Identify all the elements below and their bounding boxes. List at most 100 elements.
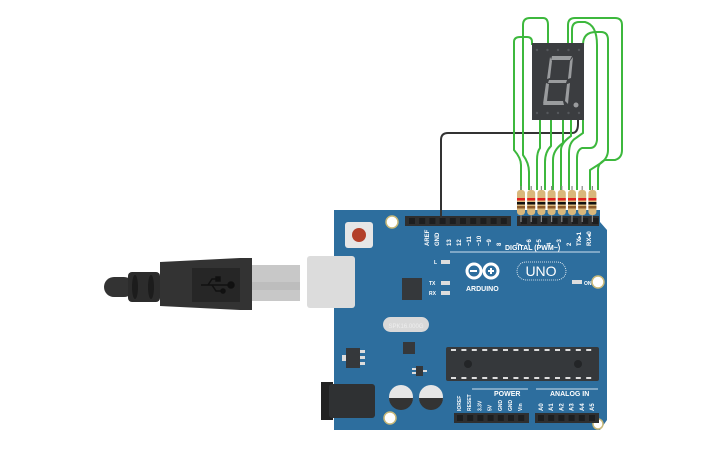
pin-socket[interactable] <box>518 415 525 421</box>
pin-socket[interactable] <box>490 218 497 224</box>
reset-button-cap[interactable] <box>352 228 366 242</box>
resistor-band <box>588 206 597 209</box>
signal-wire[interactable] <box>568 31 609 190</box>
digital-pin-label: ~10 <box>477 235 483 246</box>
chip-pin <box>461 377 467 379</box>
resistor-band <box>578 198 587 201</box>
pin-socket[interactable] <box>541 218 548 224</box>
signal-wire[interactable] <box>513 36 533 190</box>
digital-header-left[interactable] <box>405 216 511 226</box>
small-ic <box>403 342 415 354</box>
pin-socket[interactable] <box>521 218 527 224</box>
pin-socket[interactable] <box>439 218 446 224</box>
pin-socket[interactable] <box>419 218 426 224</box>
resistor[interactable] <box>578 186 587 222</box>
usb-cable[interactable] <box>104 258 300 310</box>
resistor[interactable] <box>517 186 525 222</box>
signal-wire[interactable] <box>560 120 572 190</box>
analog-header[interactable] <box>535 413 599 423</box>
led-tx-indicator <box>441 281 450 285</box>
resistor[interactable] <box>547 186 556 222</box>
digital-pin-label: AREF <box>425 229 431 246</box>
led-tx: TX <box>429 281 450 287</box>
pin-socket[interactable] <box>480 218 487 224</box>
pin-socket[interactable] <box>531 218 538 224</box>
pin-socket[interactable] <box>487 415 494 421</box>
resistor[interactable] <box>557 186 566 222</box>
ground-wire[interactable] <box>440 118 579 218</box>
pin-socket[interactable] <box>551 218 558 224</box>
pin-socket[interactable] <box>460 218 466 224</box>
usb-plug-metal-stripe <box>252 282 300 290</box>
pin-socket[interactable] <box>572 218 578 224</box>
resistor[interactable] <box>588 186 597 222</box>
resistor[interactable] <box>537 186 546 222</box>
capacitor <box>389 385 413 410</box>
resistor-band <box>568 202 576 205</box>
signal-wire[interactable] <box>522 17 549 190</box>
resistor-band <box>527 202 536 205</box>
analog-pin-label: A3 <box>570 403 576 411</box>
chip-pin <box>534 349 540 351</box>
pin-socket[interactable] <box>538 415 544 421</box>
digital-pin-label: 2 <box>567 242 573 246</box>
resistor[interactable] <box>527 186 536 222</box>
power-pin-label: GND <box>508 400 514 412</box>
display-pin-dot <box>577 111 581 115</box>
led-tx-label: TX <box>429 281 436 287</box>
chip-pin <box>471 377 477 379</box>
pin-socket[interactable] <box>467 415 474 421</box>
led-l-label: L <box>434 260 437 266</box>
pin-socket[interactable] <box>582 218 589 224</box>
mounting-hole <box>383 411 397 425</box>
chip-pin <box>513 377 519 379</box>
usb-grip-ridge <box>132 275 138 299</box>
pin-socket[interactable] <box>561 218 568 224</box>
signal-wire[interactable] <box>571 21 598 190</box>
digital-pin-label: 13 <box>447 239 453 246</box>
chip-pin <box>575 349 581 351</box>
pin-socket[interactable] <box>409 218 415 224</box>
pin-socket[interactable] <box>470 218 477 224</box>
model-label: UNO <box>525 263 556 279</box>
resistor-array[interactable] <box>517 186 597 222</box>
display-pin-dot <box>556 111 560 115</box>
pin-socket[interactable] <box>589 415 595 421</box>
analog-pin-label: A1 <box>549 403 555 411</box>
signal-wire[interactable] <box>544 120 552 190</box>
transistor <box>412 366 427 376</box>
wires[interactable] <box>440 17 623 218</box>
pin-socket[interactable] <box>592 218 599 224</box>
pin-socket[interactable] <box>548 415 555 421</box>
seven-segment-display[interactable] <box>532 43 584 120</box>
pin-socket[interactable] <box>457 415 463 421</box>
pin-socket[interactable] <box>568 415 575 421</box>
signal-wire[interactable] <box>536 120 541 190</box>
model-badge <box>516 261 567 281</box>
resistor-band <box>557 202 566 205</box>
chip-pin <box>471 349 477 351</box>
digital-header-right[interactable] <box>517 216 599 226</box>
chip-pin <box>513 349 519 351</box>
pin-socket[interactable] <box>477 415 484 421</box>
resistor[interactable] <box>568 186 576 222</box>
pin-socket[interactable] <box>508 415 514 421</box>
pin-socket[interactable] <box>578 415 585 421</box>
led-l: L <box>434 260 450 266</box>
reset-button[interactable] <box>345 222 373 248</box>
pin-socket[interactable] <box>429 218 436 224</box>
pin-socket[interactable] <box>558 415 565 421</box>
led-on: ON <box>572 280 592 287</box>
signal-wire[interactable] <box>567 17 623 190</box>
pin-socket[interactable] <box>449 218 456 224</box>
chip-pin <box>575 377 581 379</box>
pin-socket[interactable] <box>500 218 507 224</box>
chip-pin <box>544 349 550 351</box>
resistor-band <box>557 206 566 209</box>
pin-socket[interactable] <box>497 415 504 421</box>
led-on-label: ON <box>584 281 592 287</box>
digital-pin-label: ~9 <box>487 238 493 246</box>
